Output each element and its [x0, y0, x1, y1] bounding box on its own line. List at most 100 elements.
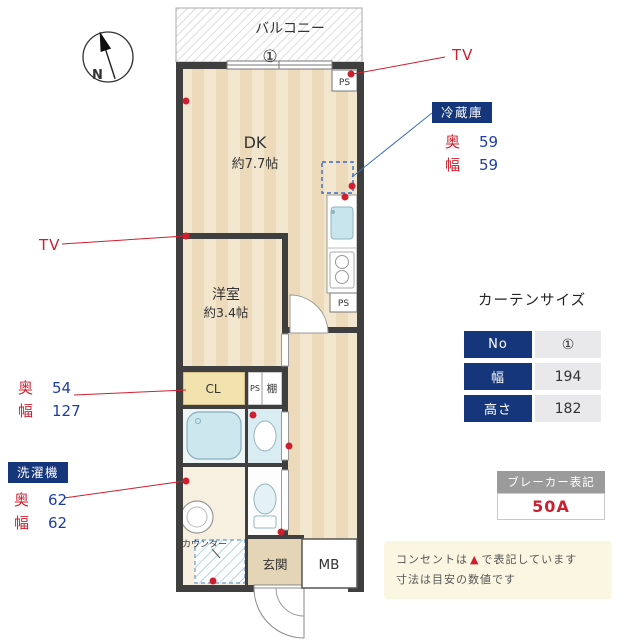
western-room-size: 約3.4帖	[204, 305, 249, 320]
toilet-bowl	[253, 483, 277, 515]
washer-width-row: 幅 62	[14, 512, 67, 535]
dim-value: 62	[48, 514, 68, 532]
western-room-door	[281, 333, 289, 367]
bathtub-drain	[195, 418, 201, 424]
washer-depth-row: 奥 62	[14, 489, 67, 512]
entrance-floor	[248, 539, 302, 585]
bathtub	[186, 411, 242, 460]
entrance-door-swing	[253, 587, 305, 639]
pipe-space-top-label: PS	[339, 78, 350, 88]
tv-right-label: TV	[452, 46, 474, 64]
stove-burner	[335, 255, 349, 269]
compass-needle-tip	[99, 31, 112, 53]
tv-left-label: TV	[39, 236, 61, 254]
entrance-door-swing-inner	[275, 587, 305, 617]
breaker-title: ブレーカー表記	[497, 471, 605, 493]
kitchen-sink	[330, 206, 354, 240]
washbasin	[253, 420, 277, 452]
curtain-row-no: No ①	[464, 331, 601, 358]
wall	[176, 233, 288, 239]
wall	[176, 405, 288, 409]
wall	[332, 62, 364, 69]
dim-label: 幅	[14, 514, 30, 532]
pipe-space-bottom-label: PS	[338, 299, 349, 309]
outlet-marker	[182, 477, 190, 485]
outlet-legend-marker: ▲	[470, 553, 480, 566]
meter-box-label: MB	[319, 557, 340, 573]
breaker-panel: ブレーカー表記 50A	[497, 471, 605, 520]
shelf-label: 棚	[267, 382, 278, 395]
curtain-row-label: No	[464, 331, 532, 358]
water-heater-fixture	[180, 500, 214, 534]
compass: N	[82, 31, 134, 83]
dim-label: 奥	[14, 491, 30, 509]
dk-door-swing	[289, 294, 329, 334]
dim-value: 54	[52, 379, 72, 397]
curtain-row-width: 幅 194	[464, 363, 601, 390]
dim-value: 59	[479, 133, 499, 151]
legend-note-line1: コンセントは▲で表記しています	[396, 550, 600, 570]
outlet-marker	[277, 528, 285, 536]
outlet-marker	[249, 411, 257, 419]
dim-label: 幅	[445, 156, 461, 174]
dk-size: 約7.7帖	[232, 157, 279, 172]
kitchen-faucet	[331, 210, 335, 214]
western-room-floor	[183, 239, 282, 366]
wall	[176, 463, 288, 467]
water-heater-inner	[186, 506, 208, 528]
curtain-row-value: ①	[535, 331, 601, 358]
window-number-badge: ①	[262, 47, 277, 67]
curtain-row-height: 高さ 182	[464, 395, 601, 422]
counter-label: カウンター	[182, 539, 227, 550]
curtain-row-value: 194	[535, 363, 601, 390]
wall	[245, 535, 304, 539]
outlet-marker	[347, 70, 355, 78]
outlet-marker	[209, 577, 217, 585]
dim-value: 59	[479, 156, 499, 174]
fridge-depth-row: 奥 59	[445, 131, 498, 154]
toilet-door	[281, 469, 289, 531]
curtain-size-table: No ① 幅 194 高さ 182	[464, 331, 601, 427]
western-room-name: 洋室	[212, 286, 240, 303]
wall	[176, 62, 227, 69]
curtain-size-title: カーテンサイズ	[478, 293, 587, 309]
outlet-marker	[348, 182, 356, 190]
closet-dimensions: 奥 54 幅 127	[18, 377, 81, 423]
breaker-value: 50A	[497, 493, 605, 520]
balcony-area	[175, 7, 363, 63]
north-label: N	[92, 68, 103, 83]
dim-label: 幅	[18, 402, 34, 420]
wall	[176, 366, 288, 372]
dk-name: DK	[244, 133, 267, 152]
legend-note-prefix: コンセントは	[396, 553, 468, 566]
meter-box	[301, 538, 358, 589]
washer-dimensions: 奥 62 幅 62	[14, 489, 67, 535]
closet-label: CL	[205, 382, 220, 396]
fridge-width-row: 幅 59	[445, 154, 498, 177]
outlet-marker	[182, 232, 190, 240]
tv-right-leader-line	[352, 56, 446, 75]
stove-burner	[335, 270, 349, 284]
dim-label: 奥	[18, 379, 34, 397]
walls	[176, 62, 364, 592]
wall	[328, 327, 364, 333]
closet-depth-row: 奥 54	[18, 377, 81, 400]
bathroom-door	[281, 411, 289, 461]
balcony-label: バルコニー	[255, 21, 325, 37]
fridge-badge: 冷蔵庫	[432, 102, 493, 123]
washer-badge: 洗濯機	[8, 462, 69, 483]
dim-label: 奥	[445, 133, 461, 151]
fridge-space-box	[321, 161, 354, 194]
curtain-row-value: 182	[535, 395, 601, 422]
pipe-space-mid-label: PS	[250, 384, 260, 393]
curtain-row-label: 高さ	[464, 395, 532, 422]
toilet-tank	[253, 515, 277, 529]
tv-left-leader-line	[61, 235, 186, 245]
wall	[282, 233, 288, 539]
dim-value: 127	[52, 402, 81, 420]
dim-value: 62	[48, 491, 68, 509]
outlet-marker	[182, 97, 190, 105]
wall	[176, 585, 254, 592]
